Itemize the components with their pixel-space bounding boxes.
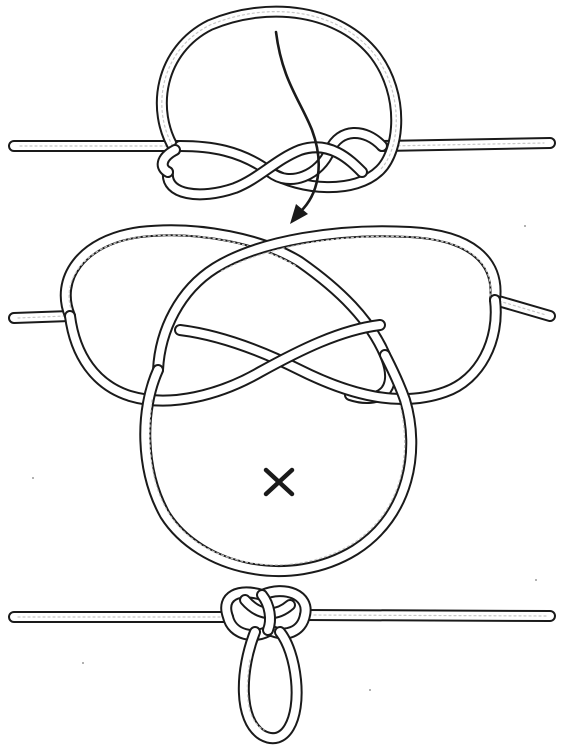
- x-mark: [266, 470, 292, 494]
- step-2-standing-rope: [14, 300, 550, 318]
- hanging-loop: [244, 632, 297, 738]
- step-2-center-loop: [145, 355, 411, 571]
- step-2-right-lobe: [158, 231, 496, 370]
- step-1-panel: [14, 12, 550, 224]
- step-1-arrow: [276, 32, 319, 224]
- finished-knot: [226, 591, 305, 635]
- step-3-panel: [14, 591, 550, 738]
- step-2-panel: [14, 230, 550, 571]
- step-1-standing-rope: [14, 143, 550, 146]
